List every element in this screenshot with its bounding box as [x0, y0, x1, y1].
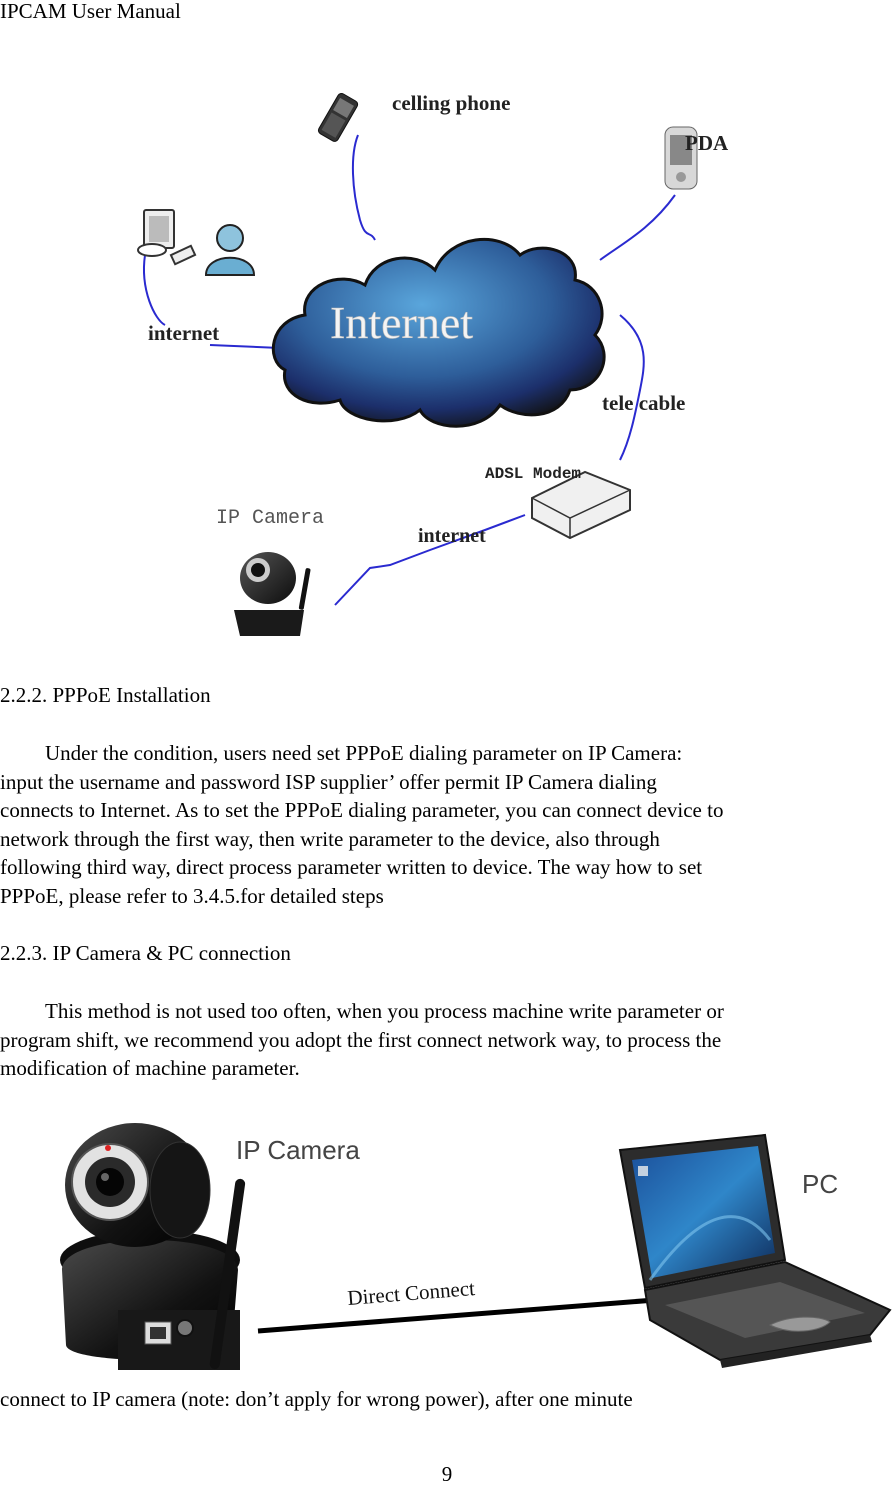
network-links [143, 134, 676, 606]
text-line: connects to Internet. As to set the PPPo… [0, 798, 724, 822]
text-line: following third way, direct process para… [0, 855, 703, 879]
laptop-pc-photo [618, 1133, 892, 1368]
computer-user-icon [137, 209, 256, 276]
running-header: IPCAM User Manual [0, 0, 181, 23]
label-pc: PC [802, 1169, 838, 1199]
label-tele-cable: tele cable [602, 391, 685, 415]
section-heading-pppoe: 2.2.2. PPPoE Installation [0, 683, 211, 707]
text-line: input the username and password ISP supp… [0, 769, 657, 794]
section-heading-ipcam-pc: 2.2.3. IP Camera & PC connection [0, 941, 291, 965]
label-direct-connect: Direct Connect [347, 1276, 476, 1310]
direct-connect-cable [257, 1297, 656, 1334]
adsl-modem-icon [531, 470, 631, 540]
label-adsl-modem: ADSL Modem [485, 465, 581, 483]
internet-cloud-icon [271, 238, 606, 428]
direct-connect-diagram: IP Camera Direct Connect PC [60, 1123, 892, 1370]
text-line: network through the first way, then writ… [0, 826, 660, 851]
label-ip-camera: IP Camera [216, 507, 324, 530]
label-pda: PDA [685, 131, 729, 155]
pda-icon [664, 126, 698, 190]
label-internet-bottom: internet [418, 525, 486, 547]
ip-camera-photo [60, 1123, 246, 1370]
trailing-paragraph: connect to IP camera (note: don’t apply … [0, 1385, 890, 1414]
text-line: modification of machine parameter. [0, 1056, 300, 1080]
cloud-label: Internet [330, 297, 473, 348]
text-line: PPPoE, please refer to 3.4.5.for detaile… [0, 883, 384, 908]
text-line: This method is not used too often, when … [45, 999, 724, 1023]
label-celling-phone: celling phone [392, 91, 510, 115]
cell-phone-icon [317, 92, 359, 142]
internet-network-diagram: celling phone PDA internet Internet tele… [137, 91, 729, 636]
paragraph-ipcam-pc: This method is not used too often, when … [0, 997, 890, 1083]
text-line: program shift, we recommend you adopt th… [0, 1027, 722, 1052]
label-ip-camera: IP Camera [236, 1135, 360, 1165]
text-line: Under the condition, users need set PPPo… [45, 741, 683, 765]
paragraph-pppoe: Under the condition, users need set PPPo… [0, 739, 890, 910]
ip-camera-icon [234, 552, 311, 636]
text-line: connect to IP camera (note: don’t apply … [0, 1387, 633, 1411]
page-number: 9 [441, 1462, 453, 1486]
label-internet-left: internet [148, 321, 219, 345]
